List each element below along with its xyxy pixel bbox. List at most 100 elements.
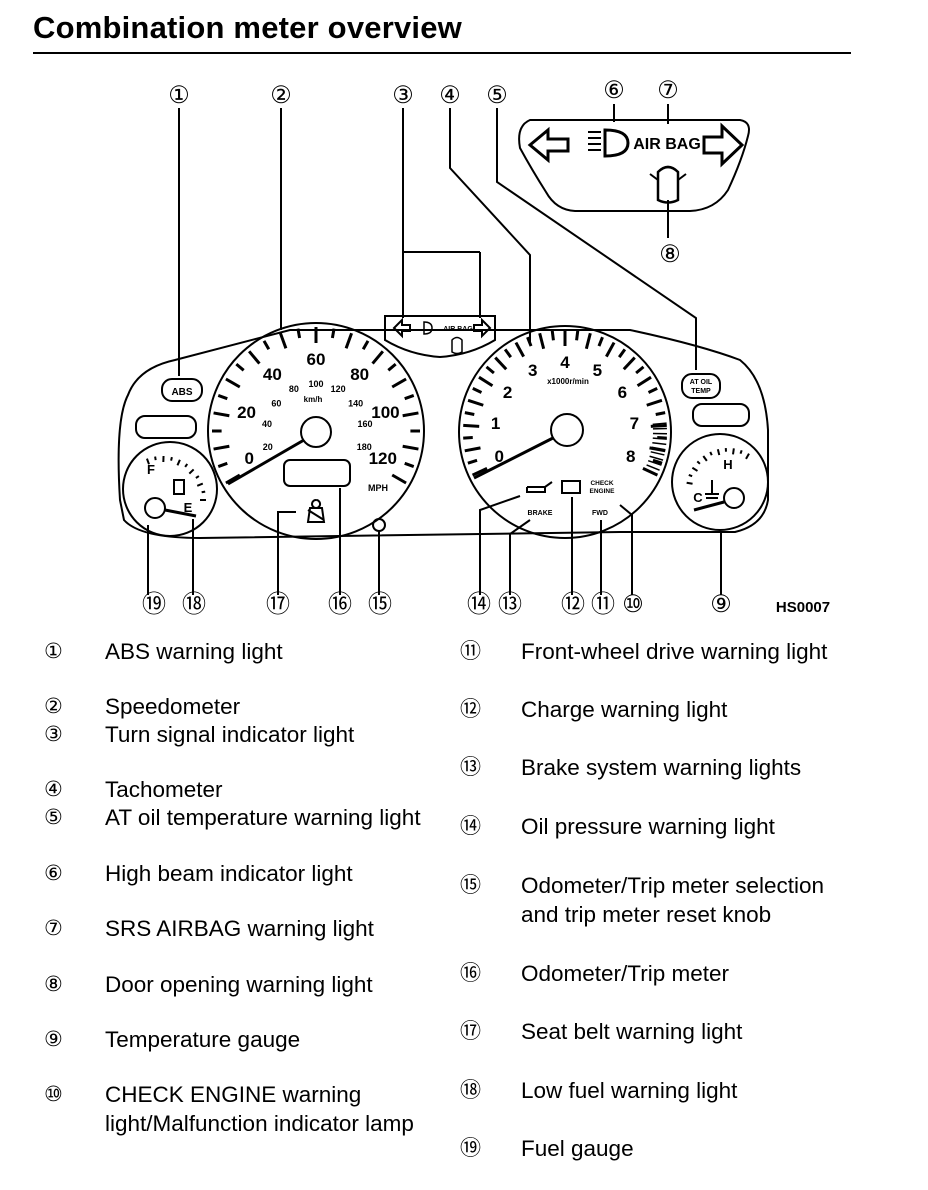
- legend-text: Odometer/Trip meter selection and trip m…: [521, 873, 825, 927]
- legend-text: Seat belt warning light: [521, 1019, 743, 1044]
- right-arrow-icon: [702, 122, 745, 168]
- callout-18: ⑱: [182, 591, 206, 618]
- speedometer-tick: [213, 444, 230, 451]
- speedometer-mph-label: 100: [371, 403, 399, 422]
- abs-lamp-frame: [161, 378, 203, 402]
- tachometer-tick: [642, 466, 659, 477]
- temp-gauge-needle: [693, 500, 725, 512]
- legend-text: AT oil temperature warning light: [105, 805, 421, 830]
- legend-number: ⑬: [460, 755, 481, 779]
- fuel-pump-icon: [173, 479, 185, 495]
- speedometer-kmh-label: 100: [308, 379, 323, 389]
- speedometer-face: [207, 322, 425, 540]
- tachometer-label: 7: [630, 414, 639, 433]
- legend-text: ABS warning light: [105, 639, 283, 664]
- speedometer-hub: [300, 416, 332, 448]
- tachometer-tick: [550, 330, 555, 341]
- legend-number: ⑭: [460, 814, 481, 838]
- temp-gauge-tick: [732, 448, 735, 455]
- speedometer-mph-label: 20: [237, 403, 256, 422]
- fuel-full-label: F: [147, 462, 155, 477]
- odo-knob: [372, 518, 386, 532]
- left-blank-lamp: [135, 415, 197, 439]
- title-rule: [33, 52, 851, 54]
- tachometer-label: 8: [626, 447, 635, 466]
- legend-number: ⑱: [460, 1078, 481, 1102]
- inset-airbag-label: AIR BAG: [633, 136, 701, 153]
- callout-16: ⑯: [328, 591, 352, 618]
- odometer-window: [283, 459, 351, 487]
- page-title: Combination meter overview: [33, 10, 462, 45]
- callout-3: ③: [392, 82, 414, 109]
- speedometer-tick: [213, 411, 230, 418]
- legend-text: Front-wheel drive warning light: [521, 639, 828, 664]
- callout-9: ⑨: [710, 591, 732, 618]
- temp-hot-label: H: [723, 457, 732, 472]
- tachometer-tick: [618, 348, 627, 359]
- speedometer-kmh-label: 160: [358, 419, 373, 429]
- tachometer-tick: [463, 436, 473, 440]
- tachometer-tick: [657, 436, 667, 440]
- small-high-beam-icon: [423, 321, 433, 335]
- redzone-hatch: [646, 464, 660, 471]
- legend-number: ⑨: [44, 1027, 63, 1051]
- callout-15: ⑮: [368, 591, 392, 618]
- tachometer-tick: [472, 387, 483, 394]
- tachometer-tick: [635, 365, 645, 375]
- high-beam-icon: [603, 128, 630, 158]
- tachometer-tick: [575, 330, 580, 341]
- callout-5: ⑤: [486, 82, 508, 109]
- tachometer-tick: [655, 411, 666, 416]
- tachometer-tick: [649, 446, 666, 453]
- speedometer-tick: [402, 411, 419, 418]
- temp-gauge-tick: [709, 451, 713, 456]
- legend-text: Tachometer: [105, 777, 223, 802]
- tachometer-tick: [467, 458, 478, 465]
- callout-6: ⑥: [603, 77, 625, 104]
- tachometer-label: 2: [503, 383, 512, 402]
- speedometer-mph-label: 80: [350, 365, 369, 384]
- kmh-unit: km/h: [304, 395, 323, 404]
- tachometer-tick: [485, 365, 495, 375]
- legend-number: ④: [44, 777, 63, 801]
- tachometer-tick: [646, 398, 663, 407]
- temp-gauge-tick: [745, 453, 750, 460]
- legend-number: ⑧: [44, 972, 63, 996]
- indicator-inset-frame: [518, 119, 750, 212]
- legend-number: ⑰: [460, 1019, 481, 1043]
- speedometer-tick: [296, 328, 302, 339]
- legend-text: High beam indicator light: [105, 861, 353, 886]
- callout-14: ⑭: [467, 591, 491, 618]
- tachometer-tick: [467, 398, 484, 407]
- speedometer-tick: [279, 332, 288, 349]
- speedometer-tick: [225, 377, 241, 389]
- tachometer-label: 6: [618, 383, 627, 402]
- callout-13: ⑬: [498, 591, 522, 618]
- speedometer-ticks: [212, 327, 420, 485]
- callout-4: ④: [439, 82, 461, 109]
- fuel-gauge-tick: [146, 458, 150, 465]
- legend-text: Charge warning light: [521, 697, 728, 722]
- legend-number: ⑦: [44, 916, 63, 940]
- speedometer-mph-label: 0: [245, 449, 254, 468]
- tachometer-tick: [597, 336, 604, 347]
- legend-text: Odometer/Trip meter: [521, 961, 729, 986]
- temp-gauge-tick: [696, 460, 701, 465]
- legend-number: ⑫: [460, 697, 481, 721]
- redzone-hatch: [649, 455, 664, 461]
- callout-11: ⑪: [591, 591, 615, 618]
- fuel-gauge-tick: [154, 456, 157, 461]
- legend-number: ③: [44, 722, 63, 746]
- fuel-gauge-needle: [164, 508, 197, 518]
- tachometer-tick: [463, 423, 480, 428]
- tachometer-label: 1: [491, 414, 500, 433]
- tachometer-tick: [526, 336, 533, 347]
- legend-number: ①: [44, 639, 63, 663]
- coolant-icon: [705, 480, 719, 499]
- right-blank-lamp: [692, 403, 750, 427]
- speedometer-tick: [344, 332, 353, 349]
- callout-17: ⑰: [266, 591, 290, 618]
- fuel-gauge-hub: [144, 497, 166, 519]
